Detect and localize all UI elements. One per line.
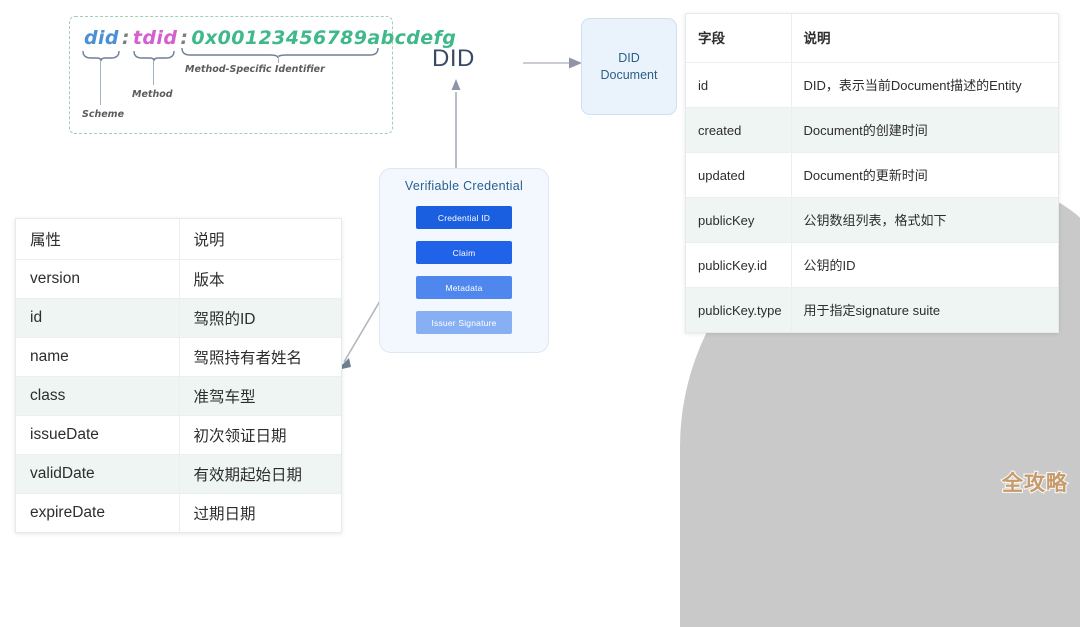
field-name: updated: [686, 152, 792, 198]
did-separator-2: :: [180, 27, 189, 49]
diagram-canvas: did:tdid:0x00123456789abcdefg Scheme Met…: [15, 13, 1080, 627]
method-leader-line: [153, 60, 155, 85]
attribute-description: 初次领证日期: [179, 415, 341, 455]
identifier-brace-icon: [181, 47, 379, 59]
attributes-header-description: 说明: [179, 219, 341, 260]
field-name: publicKey.type: [686, 287, 792, 332]
did-scheme-token: did: [84, 27, 119, 49]
attributes-header-property: 属性: [16, 219, 180, 260]
attribute-name: name: [16, 337, 180, 377]
table-row: id 驾照的ID: [16, 298, 341, 338]
did-identifier-token: 0x00123456789abcdefg: [191, 27, 457, 49]
field-name: created: [686, 107, 792, 153]
document-fields-table: 字段 说明 id DID，表示当前Document描述的Entity creat…: [685, 13, 1059, 333]
attribute-name: expireDate: [16, 493, 180, 532]
verifiable-credential-card[interactable]: Verifiable Credential Credential ID Clai…: [379, 168, 549, 353]
table-row: publicKey.type 用于指定signature suite: [686, 287, 1058, 332]
did-document-box[interactable]: DID Document: [581, 18, 677, 115]
attribute-name: validDate: [16, 454, 180, 494]
vc-bar-claim[interactable]: Claim: [416, 241, 512, 264]
field-description: DID，表示当前Document描述的Entity: [791, 62, 1058, 108]
fields-header-field: 字段: [686, 14, 792, 63]
scheme-leader-line: [100, 60, 102, 105]
method-label: Method: [132, 89, 173, 100]
attribute-name: class: [16, 376, 180, 416]
table-row: version 版本: [16, 259, 341, 299]
field-description: 公钥的ID: [791, 242, 1058, 288]
vc-bar-issuer-signature[interactable]: Issuer Signature: [416, 311, 512, 334]
attribute-description: 过期日期: [193, 506, 256, 523]
table-row: id DID，表示当前Document描述的Entity: [686, 62, 1058, 108]
table-row: validDate 有效期起始日期: [16, 454, 341, 494]
attribute-name: id: [16, 298, 180, 338]
vc-bar-metadata[interactable]: Metadata: [416, 276, 512, 299]
field-name: publicKey.id: [686, 242, 792, 288]
field-name: id: [686, 62, 792, 108]
table-row: class 准驾车型: [16, 376, 341, 416]
table-header-row: 属性 说明: [16, 219, 341, 260]
table-row: created Document的创建时间: [686, 107, 1058, 153]
table-row: expireDate 过期日期: [16, 493, 341, 532]
attribute-description: 驾照的ID: [179, 298, 341, 338]
did-syntax-string: did:tdid:0x00123456789abcdefg: [84, 27, 456, 49]
field-description: 公钥数组列表，格式如下: [791, 197, 1058, 243]
identifier-label: Method-Specific Identifier: [185, 64, 325, 75]
scheme-label: Scheme: [82, 109, 125, 120]
attribute-name: version: [16, 259, 180, 299]
did-document-line2: Document: [600, 67, 658, 82]
watermark-label: 全攻略: [1001, 471, 1068, 496]
attribute-description: 有效期起始日期: [179, 454, 341, 494]
field-description: Document的更新时间: [791, 152, 1058, 198]
table-header-row: 字段 说明: [686, 14, 1058, 63]
vc-bar-credential-id[interactable]: Credential ID: [416, 206, 512, 229]
attribute-name: issueDate: [16, 415, 180, 455]
arrow-did-to-document: [523, 57, 582, 69]
table-row: publicKey.id 公钥的ID: [686, 242, 1058, 288]
table-row: updated Document的更新时间: [686, 152, 1058, 198]
attribute-description: 驾照持有者姓名: [179, 337, 341, 377]
did-label: DID: [432, 45, 475, 72]
field-description: Document的创建时间: [791, 107, 1058, 153]
attribute-description: 版本: [179, 259, 341, 299]
did-syntax-panel: did:tdid:0x00123456789abcdefg Scheme Met…: [69, 16, 456, 134]
table-row: publicKey 公钥数组列表，格式如下: [686, 197, 1058, 243]
table-row: issueDate 初次领证日期: [16, 415, 341, 455]
did-separator-1: :: [121, 27, 130, 49]
did-method-token: tdid: [132, 27, 178, 49]
field-name-highlighted: publicKey: [686, 197, 792, 243]
table-row: name 驾照持有者姓名: [16, 337, 341, 377]
attributes-table: 属性 说明 version 版本 id 驾照的ID name 驾照持有者姓名: [15, 218, 342, 533]
attribute-description: 准驾车型: [179, 376, 341, 416]
did-document-line1: DID: [618, 50, 640, 65]
identifier-leader-line: [278, 55, 280, 63]
fields-header-description: 说明: [791, 14, 1058, 63]
field-description: 用于指定signature suite: [803, 302, 941, 318]
verifiable-credential-title: Verifiable Credential: [404, 179, 524, 193]
